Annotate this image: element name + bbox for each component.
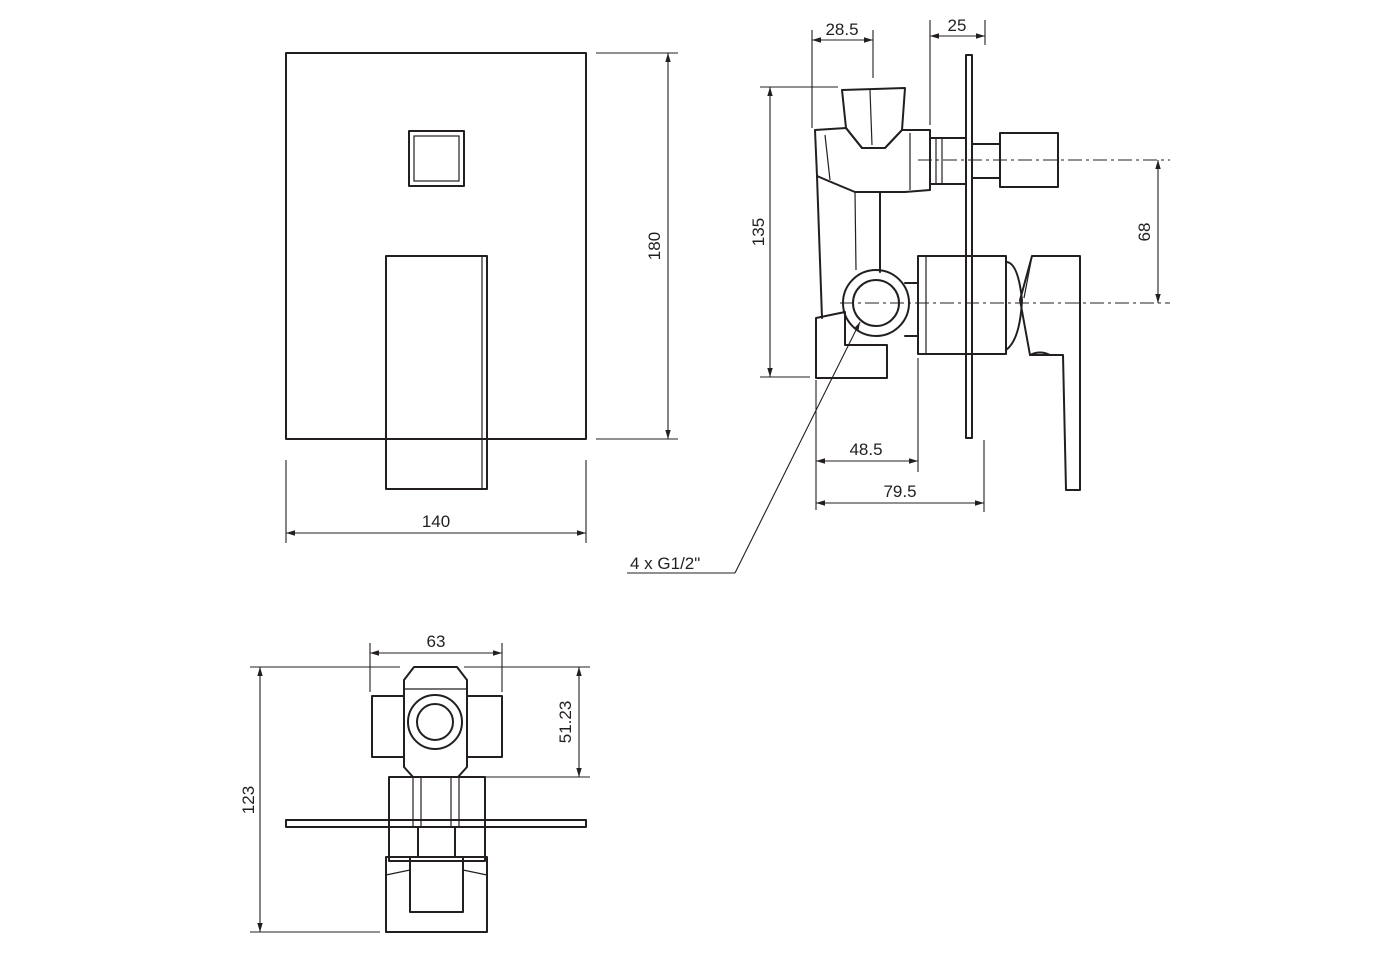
wall-plate [965,54,973,439]
diverter-cap [841,87,906,149]
dim-height-180: 180 [645,232,664,260]
front-view: 140 180 [285,52,678,543]
dim-48-5: 48.5 [849,440,882,459]
lever-handle [385,255,488,490]
dim-123: 123 [239,786,258,814]
cover-plate [285,52,587,440]
cartridge-housing [917,255,1007,355]
diverter-knob-outer [408,130,465,187]
dim-28-5: 28.5 [825,20,858,39]
valve-body-top [403,666,468,778]
outlet-thread [929,137,967,185]
outlet-port-outer [407,694,463,750]
side-view: 28.5 25 135 68 48.5 79.5 4 x G1/2" [627,16,1170,574]
dim-51-23: 51.23 [556,701,575,744]
dim-68: 68 [1135,223,1154,242]
dim-79-5: 79.5 [883,482,916,501]
wall-plate-edge [285,819,587,828]
mixer-body [815,311,888,379]
outlet-port-inner [416,703,454,741]
side-lever [1019,255,1081,491]
diverter-body [814,127,931,193]
handle-top [385,856,488,933]
inlet-stub-left [371,695,405,758]
dim-25: 25 [948,16,967,35]
top-view: 63 51.23 123 [239,632,590,933]
dim-135: 135 [749,218,768,246]
diverter-knob-inner [413,135,460,182]
connection-note: 4 x G1/2" [630,554,700,573]
dim-63: 63 [427,632,446,651]
inlet-stub-right [466,695,503,758]
dim-width-140: 140 [422,512,450,531]
